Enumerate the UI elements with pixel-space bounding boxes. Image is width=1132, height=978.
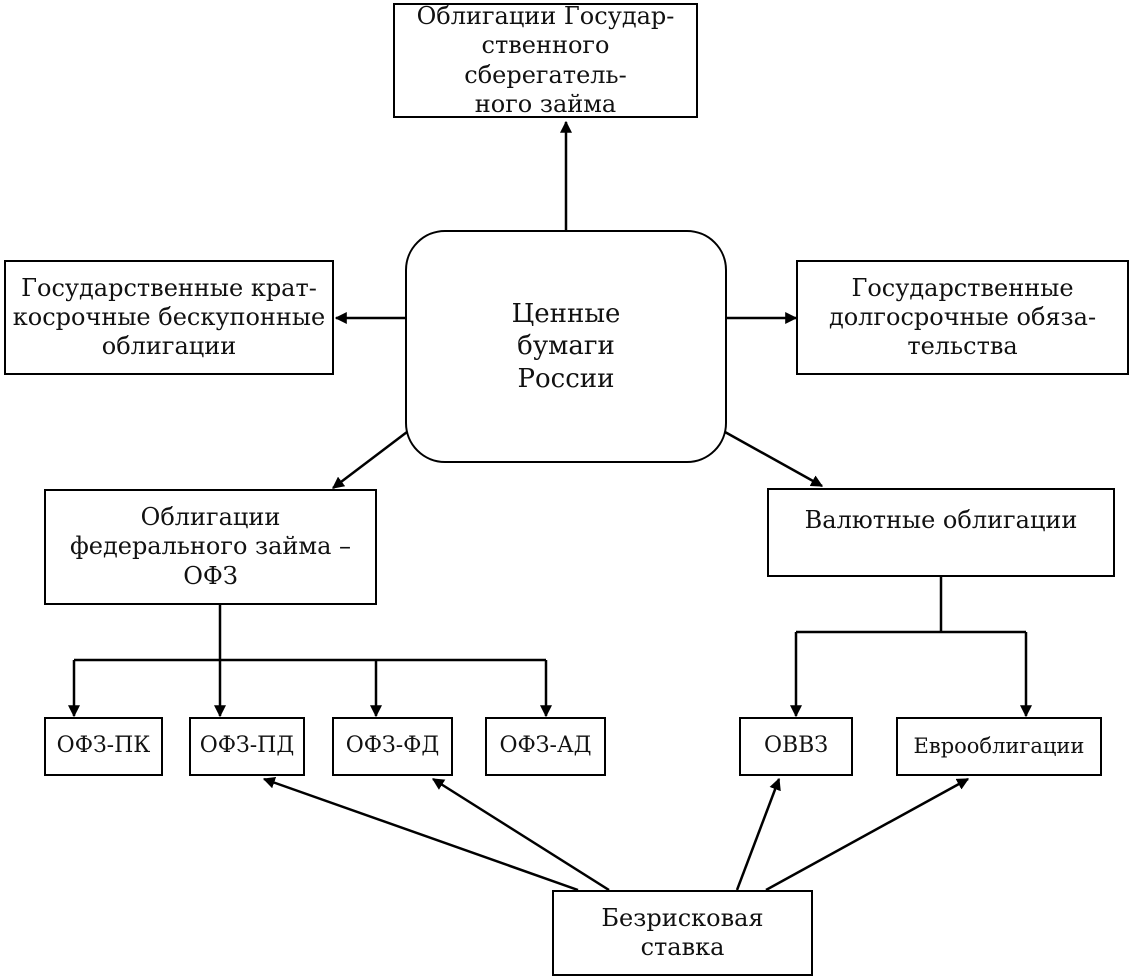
node-ofz: Облигации федерального займа – ОФЗ — [44, 489, 377, 605]
node-gdo: Государственные долгосрочные обяза- тель… — [796, 260, 1129, 375]
node-eurobonds: Еврооблигации — [896, 717, 1102, 776]
node-ofz-pk: ОФЗ-ПК — [44, 717, 163, 776]
node-ofz-label: Облигации федерального займа – ОФЗ — [69, 503, 352, 590]
node-ofz-pd: ОФЗ-ПД — [189, 717, 305, 776]
node-ofz-fd: ОФЗ-ФД — [332, 717, 453, 776]
arrow-riskfree-to-fd — [431, 777, 610, 892]
node-ofz-ad: ОФЗ-АД — [485, 717, 606, 776]
node-ofz-fd-label: ОФЗ-ФД — [345, 733, 440, 759]
node-ofz-ad-label: ОФЗ-АД — [499, 733, 592, 759]
node-risk-free-rate-label: Безрисковая ставка — [601, 903, 764, 961]
node-gko-label: Государственные крат- косрочные бескупон… — [12, 273, 326, 361]
node-state-savings-bonds: Облигации Государ- ственного сберегатель… — [393, 1, 698, 118]
node-ofz-pk-label: ОФЗ-ПК — [56, 733, 151, 759]
node-state-savings-bonds-label: Облигации Государ- ственного сберегатель… — [416, 1, 675, 118]
arrow-riskfree-to-euro — [765, 777, 970, 892]
node-gko: Государственные крат- косрочные бескупон… — [4, 260, 334, 375]
node-securities-of-russia-label: Ценные бумаги России — [511, 298, 621, 394]
node-ovvz-label: ОВВЗ — [763, 733, 829, 759]
node-risk-free-rate: Безрисковая ставка — [552, 890, 813, 976]
arrow-center-to-ofz — [332, 431, 408, 489]
node-gdo-label: Государственные долгосрочные обяза- тель… — [828, 273, 1097, 361]
node-ofz-pd-label: ОФЗ-ПД — [199, 733, 295, 759]
node-ovvz: ОВВЗ — [739, 717, 853, 776]
arrow-riskfree-to-ovvz — [735, 777, 781, 891]
node-currency-bonds-label: Валютные облигации — [804, 506, 1078, 534]
node-eurobonds-label: Еврооблигации — [913, 733, 1085, 758]
node-currency-bonds: Валютные облигации — [767, 488, 1115, 577]
node-securities-of-russia: Ценные бумаги России — [405, 230, 727, 463]
arrow-riskfree-to-pd — [262, 776, 579, 892]
arrow-center-to-valut — [724, 430, 824, 488]
